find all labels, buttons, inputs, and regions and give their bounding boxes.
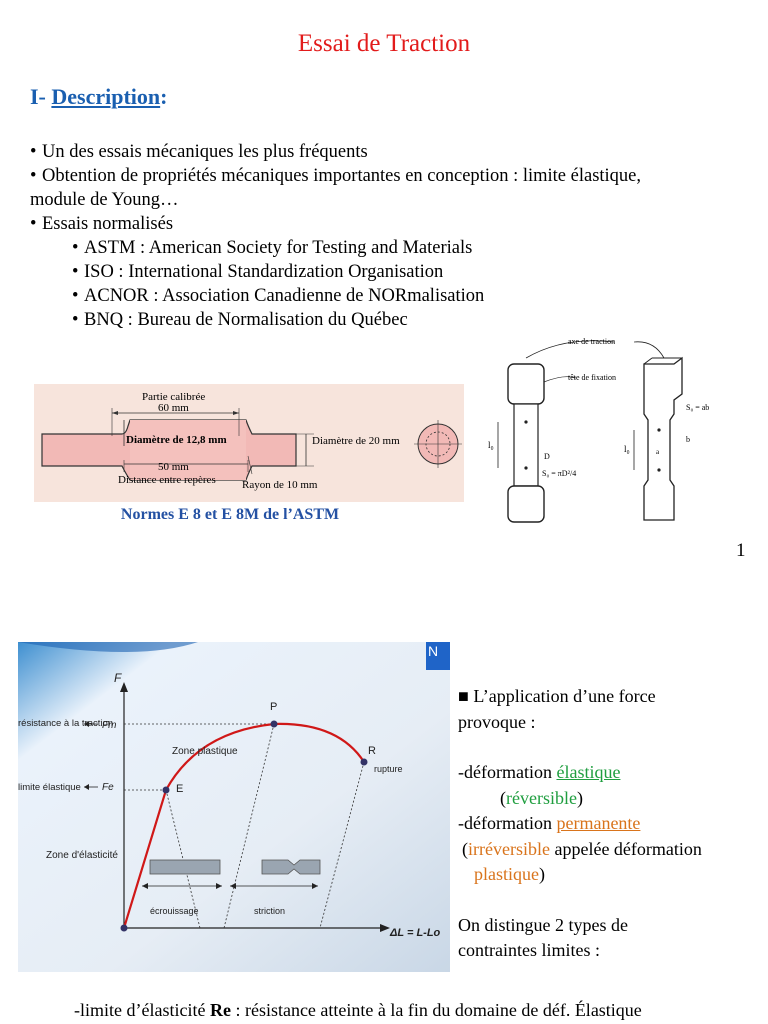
- label-a: a: [656, 448, 660, 456]
- label-partie-calibree: Partie calibrée: [142, 391, 205, 403]
- axis-f-label: F: [114, 671, 122, 685]
- text-line: (réversible): [500, 787, 583, 808]
- label-l0-right: l₀: [624, 444, 630, 454]
- label-axe-traction: axe de traction: [568, 337, 615, 346]
- text-line: -déformation permanente: [458, 813, 641, 833]
- bullet-item: •Essais normalisés: [30, 214, 174, 234]
- word-reversible: réversible: [506, 787, 577, 808]
- point-p: P: [270, 701, 277, 713]
- label-resistance: résistance à la traction: [18, 718, 113, 729]
- norms-caption: Normes E 8 et E 8M de l’ASTM: [120, 506, 340, 523]
- label-rayon: Rayon de 10 mm: [242, 479, 318, 491]
- label-distance: Distance entre repères: [118, 474, 216, 486]
- word-permanente: permanente: [556, 813, 641, 833]
- section-number: I-: [30, 84, 52, 109]
- label-zone-plastique: Zone plastique: [172, 746, 238, 757]
- right-column-text: ■ L’application d’une force provoque : -…: [458, 684, 758, 964]
- axis-x-label: ΔL = L-Lo: [389, 927, 441, 939]
- label-D: D: [544, 452, 550, 461]
- label-limite: limite élastique: [18, 782, 81, 793]
- graph-svg: N F résistance à la tra: [18, 642, 450, 972]
- bullet-item: •Obtention de propriétés mécaniques impo…: [30, 166, 642, 186]
- bullet-continuation: module de Young…: [30, 190, 179, 210]
- section-colon: :: [160, 84, 168, 109]
- bullet-item: •Un des essais mécaniques les plus fréqu…: [30, 142, 368, 162]
- bottom-definition: -limite d’élasticité Re : résistance att…: [74, 1000, 642, 1020]
- text-line: (irréversible appelée déformation: [462, 838, 702, 859]
- sub-bullet-item: •BNQ : Bureau de Normalisation du Québec: [72, 310, 408, 330]
- bullet-list: •Un des essais mécaniques les plus fréqu…: [30, 140, 750, 332]
- label-striction: striction: [254, 906, 285, 916]
- text-line: contraintes limites :: [458, 940, 600, 960]
- sub-bullet-item: •ASTM : American Society for Testing and…: [72, 238, 473, 258]
- word-elastique: élastique: [556, 762, 621, 782]
- page-title: Essai de Traction: [297, 30, 471, 57]
- label-ecrouissage: écrouissage: [150, 906, 199, 916]
- text-line: -déformation élastique: [458, 762, 621, 782]
- specimen-sketches: axe de traction tête de fixation l₀ D S₀…: [488, 337, 709, 523]
- label-60mm: 60 mm: [158, 402, 189, 414]
- sub-bullet-item: •ACNOR : Association Canadienne de NORma…: [72, 286, 485, 306]
- svg-text:N: N: [428, 643, 438, 659]
- point-e: E: [176, 783, 183, 795]
- text-line: ■ L’application d’une force: [458, 686, 656, 706]
- word-irreversible: irréversible: [468, 838, 550, 859]
- label-diametre-12: Diamètre de 12,8 mm: [126, 434, 227, 446]
- label-fm: Fm: [102, 720, 116, 731]
- specimen-diagram: Partie calibrée 60 mm Diamètre de 12,8 m…: [34, 384, 464, 502]
- specimen-drawing: Partie calibrée 60 mm Diamètre de 12,8 m…: [41, 391, 462, 491]
- label-l0-left: l₀: [488, 440, 494, 450]
- point-r: R: [368, 745, 376, 757]
- page-number: 1: [736, 540, 746, 561]
- label-b: b: [686, 435, 690, 444]
- section-label: Description: [51, 84, 161, 109]
- label-s0-rect: S₀ = ab: [686, 403, 709, 412]
- text-line: On distingue 2 types de: [458, 914, 628, 935]
- label-tete-fixation: tête de fixation: [568, 373, 616, 382]
- label-s0-round: S₀ = πD²/4: [542, 469, 576, 478]
- label-rupture: rupture: [374, 764, 403, 774]
- sub-bullet-item: •ISO : International Standardization Org…: [72, 262, 444, 282]
- label-diametre-20: Diamètre de 20 mm: [312, 435, 400, 447]
- word-plastique: plastique: [474, 864, 539, 884]
- text-line: provoque :: [458, 711, 536, 732]
- section-heading: I- Description:: [30, 84, 167, 110]
- label-zone-elasticite: Zone d'élasticité: [46, 850, 118, 861]
- text-line: plastique): [474, 864, 545, 884]
- term-re: Re: [209, 1000, 231, 1020]
- label-50mm: 50 mm: [158, 461, 189, 473]
- force-elongation-graph: N F résistance à la tra: [18, 642, 450, 972]
- label-fe: Fe: [102, 782, 114, 793]
